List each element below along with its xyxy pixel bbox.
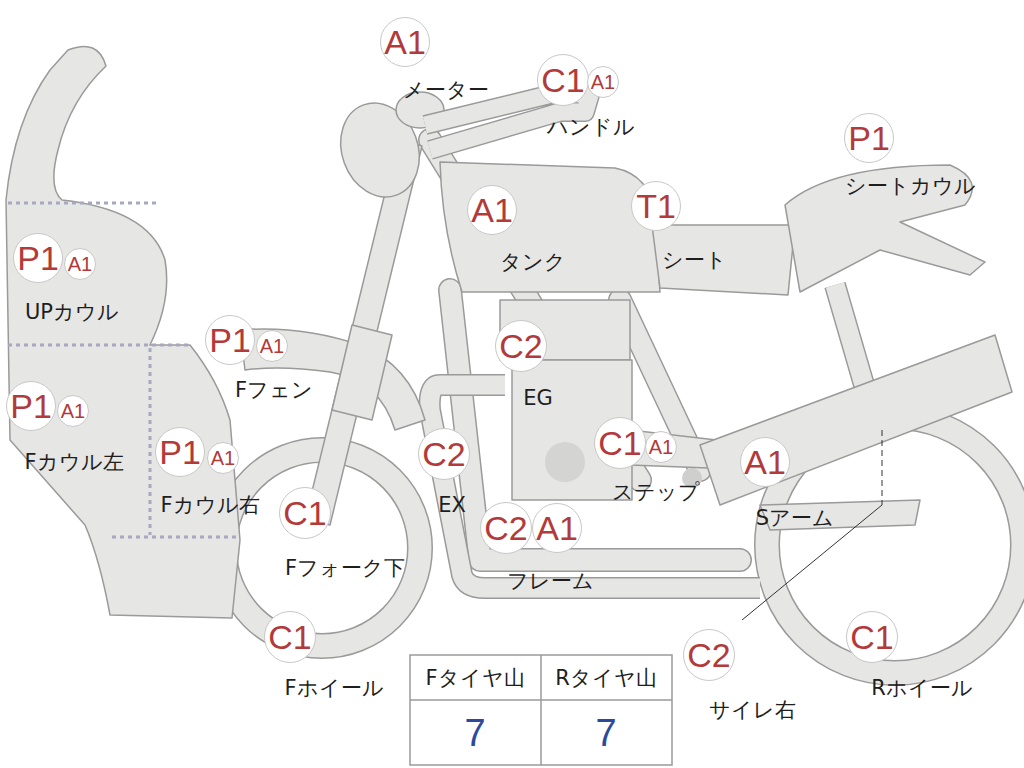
part-name: サイレ右 [709,700,796,721]
part-name: ハンドル [547,117,635,138]
grade-code: A1 [260,336,284,356]
grade-circle: A1 [740,437,790,487]
grade-circle: A1 [64,248,96,280]
grade-circle: T1 [631,181,681,231]
grade-code: A1 [384,25,426,59]
grade-circle: P1 [13,233,63,283]
part-name: Fホイール [284,678,383,699]
grade-code: A1 [471,193,513,227]
grade-code: C2 [499,329,542,363]
grade-circle: A1 [587,66,619,98]
grade-circle: A1 [256,330,288,362]
grade-code: C2 [422,437,465,471]
part-name: UPカウル [25,302,119,323]
part-name: Fタイヤ山 [425,668,524,689]
part-name: フレーム [507,571,594,592]
grade-circle: P1 [844,113,894,163]
grade-code: A1 [649,437,673,457]
grade-code: P1 [17,241,59,275]
part-name: Rタイヤ山 [555,668,657,689]
part-name: Fフェン [235,380,313,401]
grade-code: C2 [484,511,527,545]
grade-code: C1 [283,496,326,530]
grade-circle: C2 [683,629,735,681]
grade-circle: C2 [495,320,547,372]
grade-code: T1 [636,189,676,223]
grade-circle: A1 [532,503,582,553]
table-value: 7 [464,714,485,752]
table-value: 7 [595,714,616,752]
part-name: メーター [403,80,489,101]
grade-code: A1 [211,448,235,468]
grade-circle: P1 [6,381,56,431]
grade-code: A1 [591,72,615,92]
grade-circle: A1 [207,442,239,474]
part-name: Fカウル左 [24,452,123,473]
part-name: Fカウル右 [160,495,259,516]
part-name: EG [523,388,553,409]
grade-circle: A1 [380,17,430,67]
grade-code: C1 [598,426,641,460]
grade-code: C1 [850,620,893,654]
grade-circle: P1 [205,315,255,365]
grade-circle: C2 [480,502,532,554]
part-name: シート [662,250,727,271]
grade-code: P1 [209,323,251,357]
grade-code: A1 [536,511,578,545]
grade-circle: C1 [264,611,316,663]
grade-code: A1 [744,445,786,479]
grade-code: P1 [10,389,52,423]
grade-circle: C2 [418,428,470,480]
grade-code: C1 [268,620,311,654]
grade-circle: C1 [537,54,589,106]
grade-circle: A1 [57,395,89,427]
grade-circle: C1 [279,487,331,539]
part-name: Sアーム [756,508,834,529]
grade-code: P1 [159,435,201,469]
tyre-table [410,655,672,765]
grade-code: C1 [541,63,584,97]
grade-circle: C1 [846,611,898,663]
grade-code: P1 [848,121,890,155]
part-name: ステップ [612,482,700,503]
grade-circle: A1 [467,185,517,235]
grade-circle: P1 [155,427,205,477]
grade-circle: A1 [645,431,677,463]
part-name: Rホイール [871,678,973,699]
grade-code: A1 [68,254,92,274]
part-name: Fフォーク下 [285,558,405,579]
grade-circle: C1 [594,417,646,469]
part-name: タンク [500,252,566,273]
grade-code: C2 [687,638,730,672]
part-name: EX [438,495,466,516]
part-name: シートカウル [845,176,976,197]
grade-code: A1 [61,401,85,421]
